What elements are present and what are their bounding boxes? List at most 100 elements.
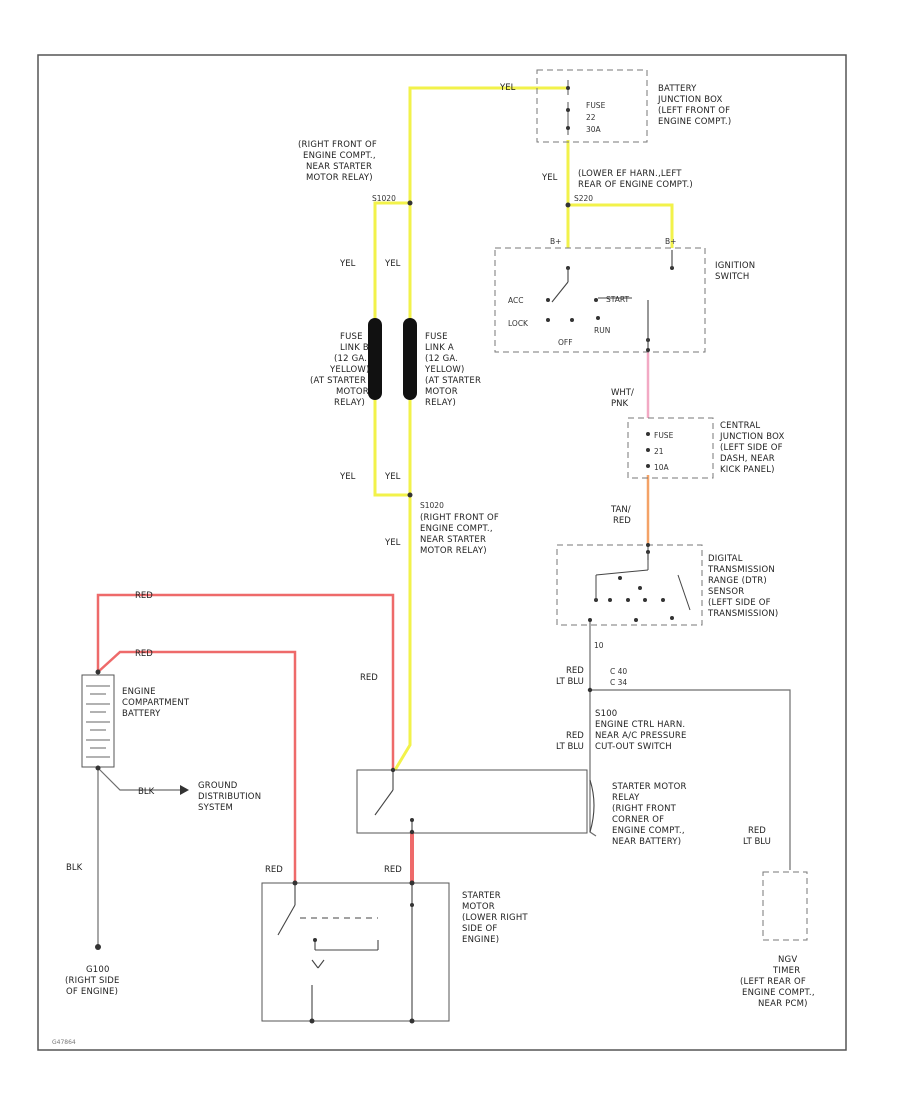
svg-text:YEL: YEL [384, 538, 401, 548]
engine-battery-symbol [81, 674, 115, 768]
red-cable-starter [97, 650, 297, 883]
svg-text:IGNITION: IGNITION [715, 261, 755, 271]
svg-text:(LOWER RIGHT: (LOWER RIGHT [462, 913, 528, 923]
svg-text:(LEFT FRONT OF: (LEFT FRONT OF [658, 106, 730, 116]
svg-text:SWITCH: SWITCH [715, 272, 750, 282]
svg-text:BLK: BLK [66, 863, 83, 873]
svg-text:ENGINE: ENGINE [122, 687, 156, 697]
battery-jb-label: BATTERY JUNCTION BOX (LEFT FRONT OF ENGI… [657, 84, 731, 127]
dtr-sensor-box [556, 544, 703, 626]
svg-text:RELAY): RELAY) [334, 398, 365, 408]
svg-text:RED: RED [360, 673, 378, 683]
svg-text:TIMER: TIMER [772, 966, 800, 976]
svg-text:ENGINE COMPT.,: ENGINE COMPT., [742, 988, 815, 998]
svg-text:MOTOR RELAY): MOTOR RELAY) [420, 546, 487, 556]
svg-text:RELAY): RELAY) [425, 398, 456, 408]
svg-text:10: 10 [594, 641, 604, 650]
svg-text:ENGINE): ENGINE) [462, 935, 499, 945]
svg-text:(LEFT REAR OF: (LEFT REAR OF [740, 977, 806, 987]
starter-relay-box [356, 769, 588, 834]
ign-term-left: B+ [550, 237, 561, 246]
svg-text:NGV: NGV [778, 955, 797, 965]
splice-mid-left-label: S1020 (RIGHT FRONT OF ENGINE COMPT., NEA… [420, 501, 499, 556]
svg-text:DASH, NEAR: DASH, NEAR [720, 454, 775, 464]
svg-text:MOTOR: MOTOR [336, 387, 369, 397]
svg-text:(RIGHT SIDE: (RIGHT SIDE [65, 976, 120, 986]
svg-text:RED: RED [566, 666, 584, 676]
yellow-wire-top [408, 86, 568, 203]
svg-text:YEL: YEL [384, 259, 401, 269]
ground-distribution-label: GROUND DISTRIBUTION SYSTEM [198, 781, 261, 813]
svg-text:ENGINE CTRL HARN.: ENGINE CTRL HARN. [595, 720, 685, 730]
svg-text:MOTOR: MOTOR [425, 387, 458, 397]
ign-start: START [606, 295, 630, 304]
svg-text:OF ENGINE): OF ENGINE) [66, 987, 118, 997]
svg-text:COMPARTMENT: COMPARTMENT [122, 698, 190, 708]
svg-text:SENSOR: SENSOR [708, 587, 744, 597]
svg-text:SIDE OF: SIDE OF [462, 924, 498, 934]
s220-desc-2: REAR OF ENGINE COMPT.) [578, 180, 693, 190]
svg-text:(AT STARTER: (AT STARTER [425, 376, 481, 386]
svg-text:RED: RED [613, 516, 631, 526]
svg-text:DIGITAL: DIGITAL [708, 554, 743, 564]
ign-term-right: B+ [665, 237, 676, 246]
diagram-frame [37, 54, 847, 1051]
svg-text:YELLOW): YELLOW) [329, 365, 370, 375]
svg-text:JUNCTION BOX: JUNCTION BOX [719, 432, 785, 442]
svg-text:WHT/: WHT/ [611, 388, 634, 398]
svg-text:RED: RED [135, 591, 153, 601]
ignition-switch-label: IGNITION SWITCH [715, 261, 755, 282]
svg-text:(RIGHT FRONT: (RIGHT FRONT [612, 804, 677, 814]
svg-text:TRANSMISSION: TRANSMISSION [707, 565, 775, 575]
svg-text:ENGINE COMPT.,: ENGINE COMPT., [612, 826, 685, 836]
svg-text:BATTERY: BATTERY [122, 709, 161, 719]
ign-run: RUN [594, 326, 610, 335]
dtr-sensor-label: DIGITAL TRANSMISSION RANGE (DTR) SENSOR … [707, 554, 778, 619]
svg-text:C 40: C 40 [610, 667, 627, 676]
svg-text:PNK: PNK [611, 399, 628, 409]
svg-text:SYSTEM: SYSTEM [198, 803, 233, 813]
svg-text:(12 GA.: (12 GA. [334, 354, 367, 364]
s220-desc-1: (LOWER EF HARN.,LEFT [578, 169, 682, 179]
footer-code: G47864 [52, 1039, 76, 1046]
fuse-link-a-label: FUSE LINK A (12 GA. YELLOW) (AT STARTER … [424, 332, 481, 408]
fuse-link-b-symbol [368, 318, 382, 400]
svg-text:C 34: C 34 [610, 678, 627, 687]
engine-battery-label: ENGINE COMPARTMENT BATTERY [122, 687, 190, 719]
ground-g100-label: G100 (RIGHT SIDE OF ENGINE) [65, 965, 120, 997]
splice-top-left-label: (RIGHT FRONT OF ENGINE COMPT., NEAR STAR… [298, 140, 396, 203]
svg-text:LT BLU: LT BLU [556, 742, 584, 752]
svg-text:MOTOR RELAY): MOTOR RELAY) [306, 173, 373, 183]
splice-s100-label: S100 ENGINE CTRL HARN. NEAR A/C PRESSURE… [595, 709, 686, 752]
central-junction-box [627, 417, 714, 479]
svg-text:21: 21 [654, 447, 664, 456]
svg-text:LT BLU: LT BLU [743, 837, 771, 847]
svg-text:S1020: S1020 [372, 194, 396, 203]
svg-text:ENGINE COMPT.,: ENGINE COMPT., [420, 524, 493, 534]
svg-text:NEAR STARTER: NEAR STARTER [420, 535, 486, 545]
svg-text:RED: RED [265, 865, 283, 875]
starter-motor-box [261, 882, 450, 1022]
wire-label-yel-s220: YEL [541, 173, 558, 183]
svg-text:(RIGHT FRONT OF: (RIGHT FRONT OF [420, 513, 499, 523]
svg-text:(RIGHT FRONT OF: (RIGHT FRONT OF [298, 140, 377, 150]
svg-text:NEAR STARTER: NEAR STARTER [306, 162, 372, 172]
svg-text:NEAR PCM): NEAR PCM) [758, 999, 808, 1009]
ign-off: OFF [558, 338, 573, 347]
fuse-22-label-2: 22 [586, 113, 596, 122]
svg-text:NEAR BATTERY): NEAR BATTERY) [612, 837, 681, 847]
yellow-wire-to-relay [393, 495, 412, 771]
wire-label-yel-top: YEL [499, 83, 516, 93]
svg-text:(AT STARTER: (AT STARTER [310, 376, 366, 386]
svg-text:YEL: YEL [384, 472, 401, 482]
svg-text:(12 GA.: (12 GA. [425, 354, 458, 364]
svg-text:RANGE (DTR): RANGE (DTR) [708, 576, 767, 586]
svg-text:TRANSMISSION): TRANSMISSION) [707, 609, 778, 619]
svg-text:LT BLU: LT BLU [556, 677, 584, 687]
svg-text:FUSE: FUSE [340, 332, 363, 342]
svg-text:DISTRIBUTION: DISTRIBUTION [198, 792, 261, 802]
svg-text:S100: S100 [595, 709, 617, 719]
grey-wires [97, 545, 791, 945]
